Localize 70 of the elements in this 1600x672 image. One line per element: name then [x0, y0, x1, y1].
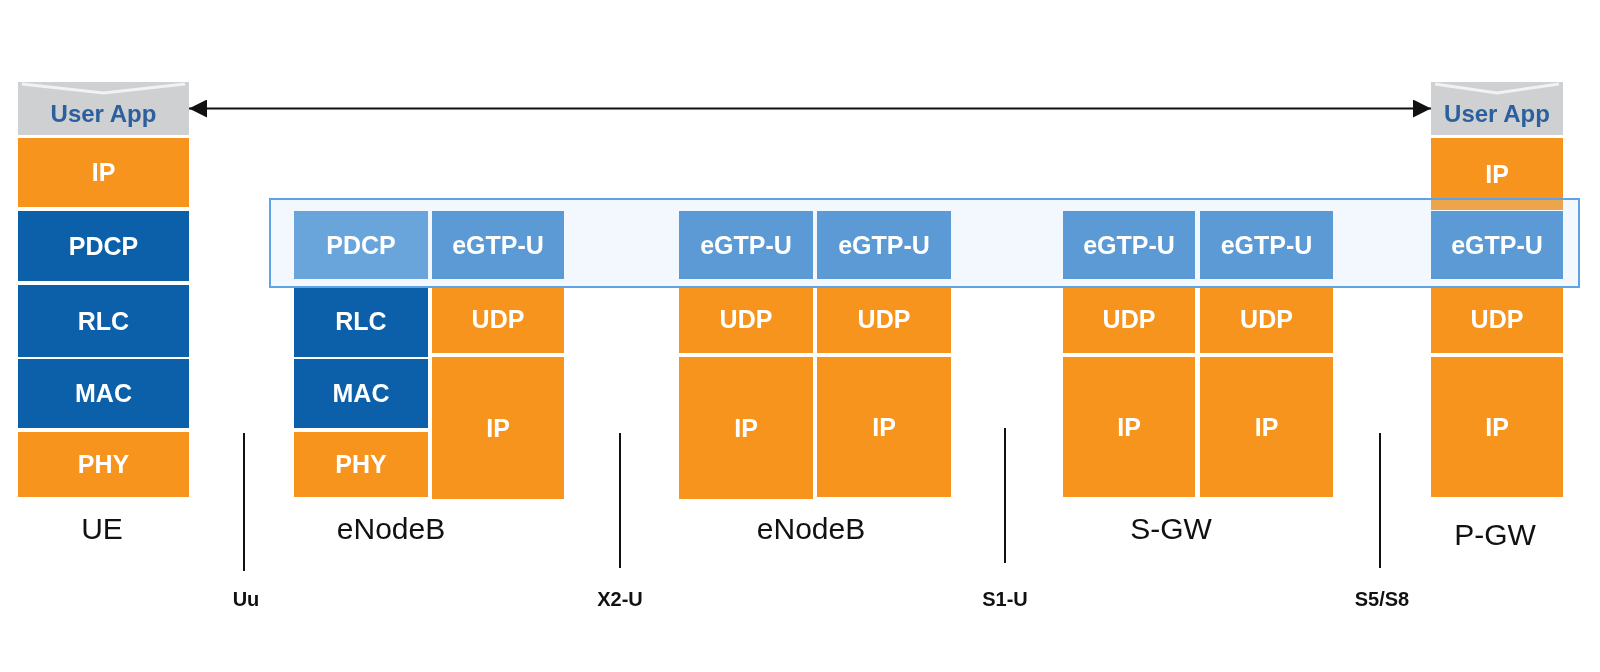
- protocol-layer-box: [679, 286, 813, 353]
- layer-name: MAC: [75, 379, 132, 408]
- layer-name: IP: [734, 413, 758, 443]
- network-element-name: S-GW: [1130, 512, 1212, 546]
- network-element-name: P-GW: [1454, 518, 1536, 552]
- protocol-layer-box: [432, 211, 564, 279]
- protocol-layer-box: [18, 432, 189, 497]
- layer-name: eGTP-U: [1451, 230, 1543, 260]
- network-element-name: eNodeB: [336, 512, 446, 546]
- layer-name: UDP: [1470, 305, 1524, 334]
- layer-name: IP: [91, 158, 116, 187]
- protocol-layer-box: [18, 285, 189, 357]
- layer-name: UDP: [857, 305, 911, 334]
- protocol-layer-box: [294, 211, 428, 279]
- layer-name: UDP: [1240, 305, 1293, 334]
- layer-name: RLC: [77, 306, 130, 336]
- layer-name: User App: [50, 99, 157, 128]
- layer-name: UDP: [1102, 305, 1156, 334]
- protocol-layer-box: [1431, 357, 1563, 497]
- application-layer-box: [18, 82, 189, 135]
- layer-name: eGTP-U: [700, 230, 792, 260]
- layer-name: IP: [486, 413, 510, 443]
- protocol-layer-box: [1200, 211, 1333, 279]
- layer-name: eGTP-U: [1083, 230, 1175, 260]
- protocol-layer-box: [18, 138, 189, 207]
- protocol-layer-box: [1200, 286, 1333, 353]
- layer-name: IP: [872, 412, 896, 442]
- protocol-layer-box: [294, 359, 428, 428]
- layer-name: UDP: [719, 305, 773, 334]
- layer-name: PDCP: [326, 230, 396, 260]
- protocol-layer-box: [817, 357, 951, 497]
- layer-name: UDP: [471, 305, 525, 334]
- layer-name: RLC: [335, 307, 387, 336]
- application-layer-box: [1431, 82, 1563, 135]
- protocol-layer-box: [679, 357, 813, 499]
- interface-name: X2-U: [597, 588, 643, 611]
- protocol-layer-box: [432, 286, 564, 353]
- protocol-layer-box: [1063, 286, 1195, 353]
- network-element-name: UE: [81, 512, 123, 546]
- protocol-layer-box: [679, 211, 813, 279]
- layer-name: PDCP: [68, 231, 139, 261]
- layer-name: eGTP-U: [838, 230, 930, 260]
- network-element-name: eNodeB: [756, 512, 866, 546]
- layer-name: IP: [1485, 159, 1509, 189]
- protocol-layer-box: [1431, 138, 1563, 210]
- layer-name: User App: [1444, 99, 1550, 128]
- layer-name: IP: [1254, 412, 1279, 442]
- protocol-layer-box: [817, 211, 951, 279]
- layer-name: eGTP-U: [1220, 230, 1313, 260]
- protocol-layer-box: [817, 286, 951, 353]
- double-arrow: [188, 99, 1432, 118]
- layer-name: eGTP-U: [452, 230, 544, 260]
- protocol-layer-box: [1063, 357, 1195, 497]
- protocol-layer-box: [18, 359, 189, 428]
- protocol-layer-box: [1200, 357, 1333, 497]
- layer-name: PHY: [335, 450, 387, 479]
- interface-name: S5/S8: [1354, 588, 1410, 611]
- protocol-layer-box: [432, 357, 564, 499]
- protocol-layer-box: [294, 432, 428, 497]
- protocol-layer-box: [294, 286, 428, 357]
- protocol-layer-box: [18, 211, 189, 281]
- interface-name: S1-U: [982, 588, 1028, 611]
- layer-name: IP: [1117, 412, 1141, 442]
- protocol-layer-box: [1063, 211, 1195, 279]
- layer-name: IP: [1485, 412, 1509, 442]
- protocol-layer-box: [1431, 211, 1563, 279]
- layer-name: PHY: [77, 450, 130, 479]
- interface-name: Uu: [232, 588, 260, 611]
- protocol-layer-box: [1431, 286, 1563, 353]
- layer-name: MAC: [332, 379, 390, 408]
